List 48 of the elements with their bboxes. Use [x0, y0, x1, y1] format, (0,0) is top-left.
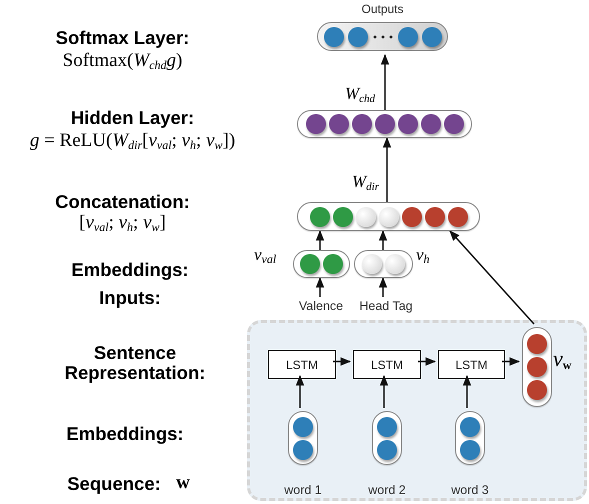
neuron-layer [288, 411, 318, 465]
arrow [449, 230, 535, 324]
lstm-cell: LSTM [353, 350, 421, 379]
formula: Softmax(W$_{chd}$g) [62, 50, 184, 72]
neuron-layer [354, 250, 413, 278]
layer-label: Outputs [361, 2, 404, 17]
arrow [378, 230, 388, 250]
vector-label: v$_{w}$ [553, 348, 572, 370]
neuron-layer [297, 110, 472, 138]
arrow [502, 357, 520, 366]
lstm-cell: LSTM [268, 350, 336, 379]
neuron-layer [455, 411, 485, 465]
layer-title: Concatenation: [54, 192, 191, 212]
arrow [418, 357, 436, 366]
arrow [380, 54, 390, 110]
vector-label: v$_{h}$ [416, 244, 430, 266]
layer-title: Softmax Layer: [54, 28, 190, 48]
layer-title: Inputs: [98, 288, 162, 308]
arrow [380, 374, 388, 408]
lstm-cell: LSTM [438, 350, 505, 379]
neuron-layer [297, 202, 480, 231]
sentence-representation-region [247, 320, 587, 501]
layer-title: Sentence Representation: [64, 343, 206, 383]
arrow [382, 136, 392, 202]
vector-label: v$_{val}$ [254, 244, 276, 266]
neuron-layer [293, 250, 350, 278]
input-label: word 2 [357, 481, 417, 499]
arrow [296, 374, 304, 408]
layer-title: Embeddings: [70, 260, 190, 280]
arrow [462, 374, 472, 408]
edge-label: W$_{dir}$ [352, 172, 380, 192]
formula: w [175, 472, 191, 494]
neuron-layer [522, 327, 552, 407]
input-label: Head Tag [352, 297, 420, 315]
layer-title: Sequence: [66, 474, 162, 494]
layer-title: Hidden Layer: [70, 108, 196, 128]
arrow [333, 357, 352, 366]
arrow [316, 230, 324, 250]
layer-title: Embeddings: [65, 424, 185, 444]
formula: [v$_{val}$; v$_{h}$; v$_{w}$] [78, 212, 167, 234]
input-label: Valence [290, 297, 352, 315]
formula: g = ReLU(W$_{dir}$[v$_{val}$; v$_{h}$; v$_{w}$]) [28, 130, 236, 152]
input-label: word 1 [273, 481, 333, 499]
edge-label: W$_{chd}$ [345, 84, 376, 104]
neuron-layer [372, 411, 402, 465]
arrow [378, 276, 388, 297]
arrow [316, 276, 324, 297]
input-label: word 3 [440, 481, 500, 499]
